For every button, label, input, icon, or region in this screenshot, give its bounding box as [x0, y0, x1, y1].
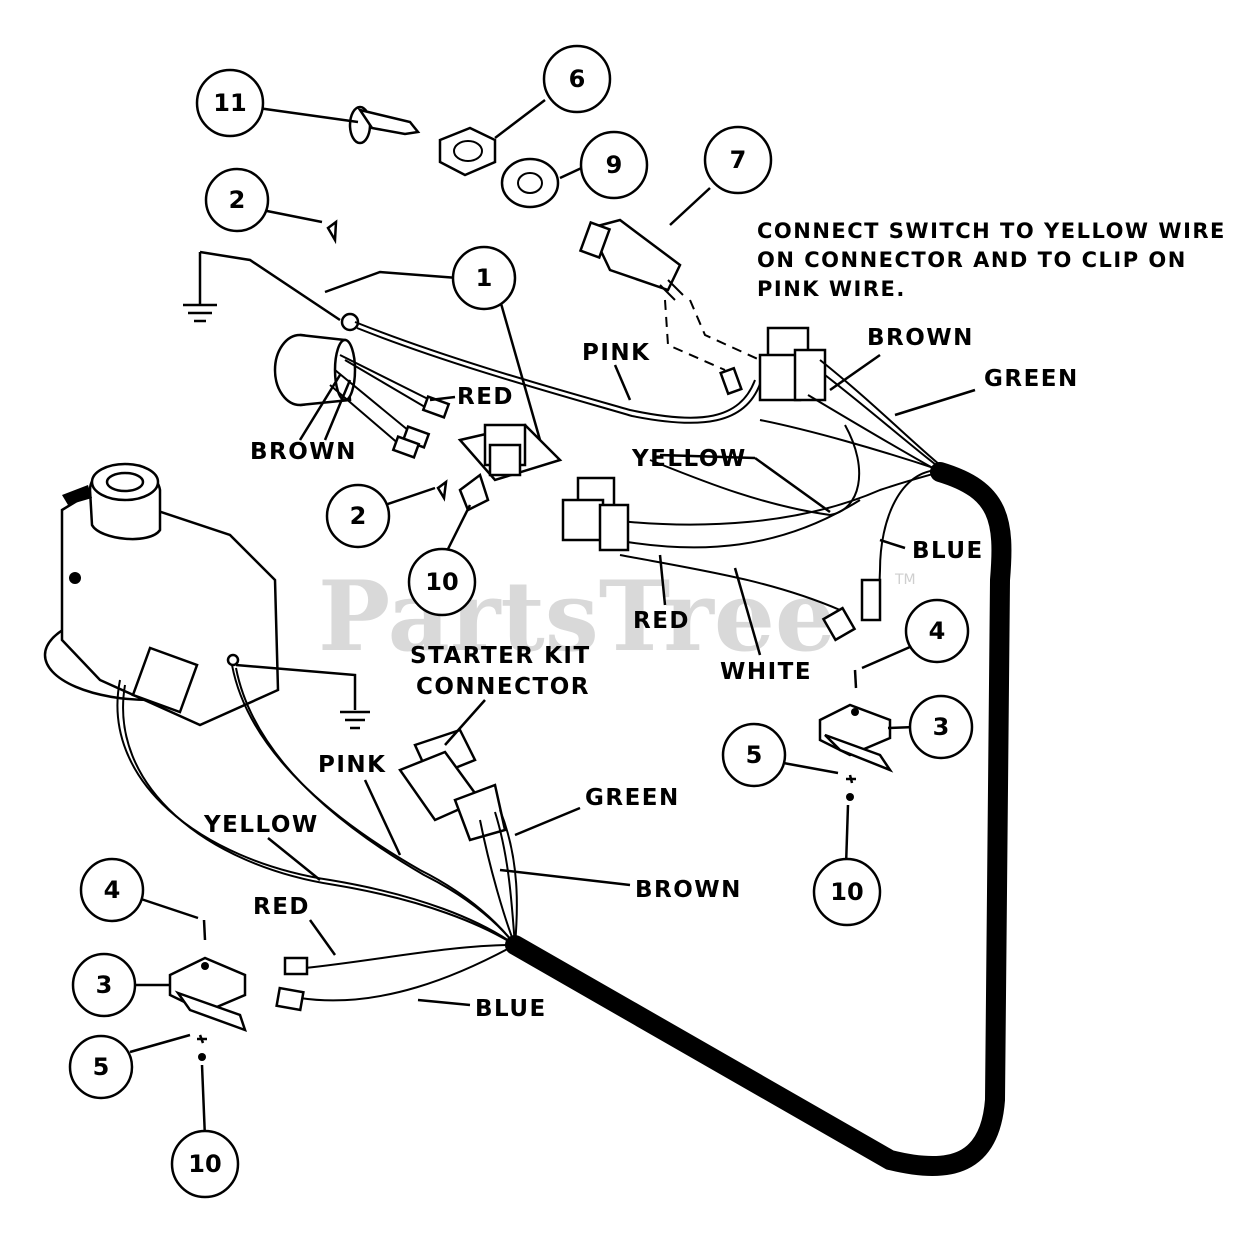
callout-1: 1: [451, 245, 517, 311]
label-red-top: RED: [457, 384, 514, 410]
label-red-mid: RED: [633, 608, 690, 634]
callout-10-left-label: 10: [188, 1150, 221, 1178]
label-brown-right: BROWN: [867, 325, 974, 351]
callout-10-mid-label: 10: [425, 568, 458, 596]
callout-3-left-label: 3: [96, 971, 113, 999]
screw-part-2-top: [326, 219, 338, 245]
label-connector: CONNECTOR: [416, 674, 590, 700]
callout-2-top: 2: [204, 167, 270, 233]
connector-mid: [561, 476, 630, 552]
wire-pink-top: [354, 321, 756, 419]
callout-2-top-label: 2: [229, 186, 246, 214]
switch-part-7: [578, 218, 684, 301]
harness-wires-top: [609, 359, 941, 621]
callout-10-mid: 10: [407, 547, 477, 617]
callout-5-right: 5: [721, 722, 787, 788]
callout-10-right: 10: [812, 857, 882, 927]
engine-block: [43, 462, 280, 727]
callout-10-left: 10: [170, 1129, 240, 1199]
note-line-1: CONNECT SWITCH TO YELLOW WIRE: [757, 219, 1226, 243]
callout-11-label: 11: [213, 89, 246, 117]
label-yellow-mid: YELLOW: [631, 446, 747, 472]
washer-part-9: [500, 157, 560, 209]
callout-3-left: 3: [71, 952, 137, 1018]
callout-4-left: 4: [79, 857, 145, 923]
callout-4-left-label: 4: [104, 876, 121, 904]
callout-3-right: 3: [908, 694, 974, 760]
switch-bracket-left: [168, 919, 248, 1061]
callout-7-label: 7: [730, 146, 747, 174]
terminal-blue-bottom: [275, 986, 305, 1012]
callout-5-left: 5: [68, 1034, 134, 1100]
label-starter-kit: STARTER KIT: [410, 643, 591, 669]
callout-4-right-label: 4: [929, 617, 946, 645]
harness-wires-bottom: [116, 664, 518, 1002]
leader-lines: [129, 99, 976, 1139]
terminal-red-bottom: [283, 956, 309, 976]
label-pink-bottom: PINK: [318, 752, 387, 778]
note-line-3: PINK WIRE.: [757, 277, 906, 301]
connector-top-right: [758, 326, 827, 402]
ground-symbol-top: [183, 250, 341, 323]
clip-part-11: [348, 105, 421, 145]
label-red-bottom: RED: [253, 894, 310, 920]
callout-2-mid-label: 2: [350, 502, 367, 530]
callout-5-right-label: 5: [746, 741, 763, 769]
watermark-tm: TM: [894, 572, 916, 588]
callout-9-label: 9: [606, 151, 623, 179]
label-pink-top: PINK: [582, 340, 651, 366]
label-green-right: GREEN: [984, 366, 1079, 392]
label-blue-bottom: BLUE: [475, 996, 547, 1022]
callout-5-left-label: 5: [93, 1053, 110, 1081]
ground-symbol-engine: [235, 663, 370, 730]
callout-1-label: 1: [476, 264, 493, 292]
callout-7: 7: [703, 125, 773, 195]
relay-block-part-10: [457, 423, 563, 512]
note-line-2: ON CONNECTOR AND TO CLIP ON: [757, 248, 1187, 272]
terminal-blue-white: [821, 578, 882, 642]
harness-sheath: [505, 462, 1012, 1177]
ring-terminal: [340, 312, 360, 332]
callout-6: 6: [542, 44, 612, 114]
callout-3-right-label: 3: [933, 713, 950, 741]
label-brown-bottom: BROWN: [635, 877, 742, 903]
label-green-bottom: GREEN: [585, 785, 680, 811]
label-yellow-bottom: YELLOW: [203, 812, 319, 838]
hex-nut-part-6: [438, 126, 497, 177]
callout-4-right: 4: [904, 598, 970, 664]
callout-6-label: 6: [569, 65, 586, 93]
label-white-mid: WHITE: [720, 659, 812, 685]
label-blue-right: BLUE: [912, 538, 984, 564]
label-brown-left: BROWN: [250, 439, 357, 465]
switch-connection-dash: [664, 299, 726, 371]
callout-10-right-label: 10: [830, 878, 863, 906]
ignition-module: [273, 333, 451, 459]
callout-11: 11: [195, 68, 265, 138]
wire-labels: PINK RED BROWN BROWN GREEN YELLOW BLUE R…: [203, 325, 1079, 1022]
callout-9: 9: [579, 130, 649, 200]
starter-kit-connector: [398, 728, 507, 842]
screw-part-2-mid: [436, 479, 448, 502]
instruction-note: CONNECT SWITCH TO YELLOW WIRE ON CONNECT…: [757, 219, 1226, 301]
callout-2-mid: 2: [325, 483, 391, 549]
switch-bracket-right: [818, 669, 894, 801]
